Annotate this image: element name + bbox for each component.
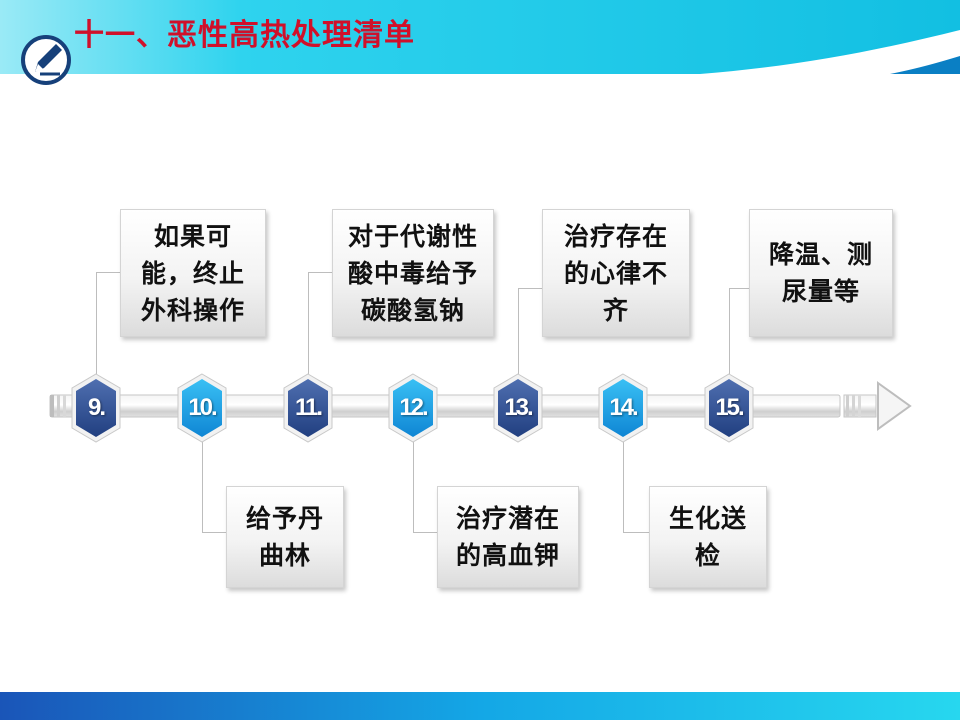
step-number-10: 10. (188, 394, 217, 421)
step-node-10: 10. (176, 373, 228, 443)
step-card-15-line: 降温、测 (768, 240, 873, 269)
step-card-15-line: 尿量等 (781, 277, 860, 306)
hexagon-icon (493, 373, 543, 443)
step-card-11-line: 碳酸氢钠 (360, 295, 465, 325)
step-node-11: 11. (282, 373, 334, 443)
page-title: 十一、恶性高热处理清单 (74, 18, 415, 53)
connector-10 (202, 441, 227, 533)
step-node-9: 9. (70, 373, 122, 443)
step-number-11: 11. (294, 394, 323, 421)
hexagon-icon (388, 373, 438, 443)
step-card-14-line: 检 (694, 541, 721, 570)
connector-12 (413, 441, 438, 533)
step-number-12: 12. (399, 394, 428, 421)
step-card-13-line: 齐 (602, 295, 629, 325)
step-card-15: 降温、测 尿量等 (749, 209, 893, 337)
step-card-11: 对于代谢性 酸中毒给予 碳酸氢钠 (332, 209, 494, 337)
step-card-9-line: 外科操作 (140, 295, 245, 325)
step-card-11-line: 对于代谢性 (347, 221, 478, 251)
connector-13 (518, 288, 543, 376)
step-node-13: 13. (492, 373, 544, 443)
step-card-13: 治疗存在 的心律不 齐 (542, 209, 690, 337)
connector-9 (96, 272, 121, 376)
step-card-10-line: 给予丹 (245, 504, 324, 533)
step-number-9: 9. (87, 394, 106, 421)
step-node-12: 12. (387, 373, 439, 443)
step-card-12-line: 治疗潜在 (455, 504, 560, 533)
step-card-9-line: 能，终止 (140, 258, 245, 288)
footer-band (0, 692, 960, 720)
step-card-12-line: 的高血钾 (455, 541, 560, 570)
step-card-10: 给予丹 曲林 (226, 486, 344, 588)
pencil-icon (21, 35, 71, 85)
step-number-14: 14. (609, 394, 638, 421)
header-banner (0, 0, 960, 74)
step-card-13-line: 治疗存在 (563, 221, 668, 251)
step-card-14: 生化送 检 (649, 486, 767, 588)
step-node-15: 15. (703, 373, 755, 443)
hexagon-icon (71, 373, 121, 443)
step-card-9: 如果可 能，终止 外科操作 (120, 209, 266, 337)
hexagon-icon (704, 373, 754, 443)
step-card-13-line: 的心律不 (563, 258, 668, 288)
hexagon-icon (598, 373, 648, 443)
step-card-14-line: 生化送 (668, 504, 747, 533)
step-card-11-line: 酸中毒给予 (347, 258, 478, 288)
hexagon-icon (177, 373, 227, 443)
hexagon-icon (283, 373, 333, 443)
step-number-13: 13. (504, 394, 533, 421)
connector-11 (308, 272, 333, 376)
step-card-12: 治疗潜在 的高血钾 (437, 486, 579, 588)
step-card-10-line: 曲林 (258, 541, 311, 570)
step-card-9-line: 如果可 (153, 221, 232, 251)
connector-15 (729, 288, 750, 376)
step-node-14: 14. (597, 373, 649, 443)
connector-14 (623, 441, 650, 533)
step-number-15: 15. (715, 394, 744, 421)
